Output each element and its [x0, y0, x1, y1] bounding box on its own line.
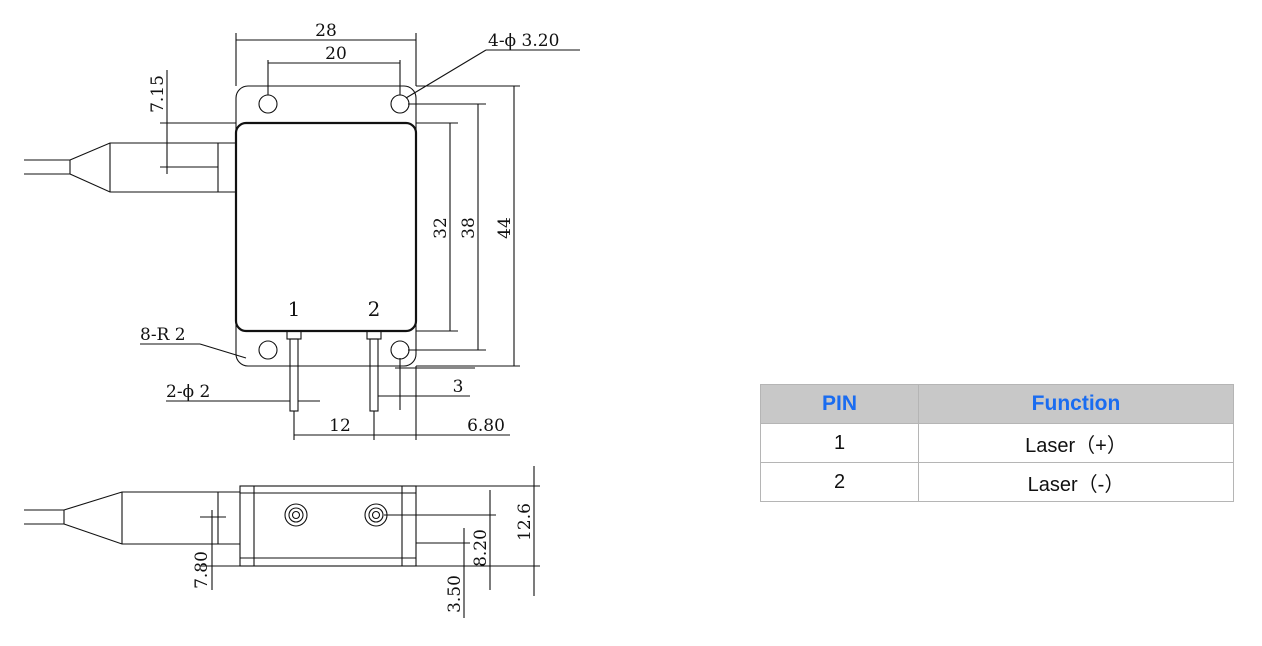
connector-1 [284, 503, 308, 527]
pin-2 [366, 330, 382, 412]
dim-height-44: 44 [495, 217, 515, 239]
dim-width-outer: 28 [315, 21, 337, 41]
dim-pin-length: 3 [453, 377, 464, 397]
dim-fiber-offset: 7.15 [148, 75, 168, 113]
dim-height-32: 32 [431, 217, 451, 239]
cell-function: Laser（+） [918, 423, 1234, 463]
module-body [234, 121, 418, 333]
table-row: 1 Laser（+） [760, 423, 1234, 463]
dim-fiber-height: 7.80 [192, 551, 212, 589]
cell-pin: 2 [760, 462, 919, 502]
flange-outline [235, 85, 417, 367]
dim-height-38: 38 [459, 217, 479, 239]
cell-pin: 1 [760, 423, 919, 463]
mounting-hole [390, 340, 410, 360]
dim-hole-spacing: 20 [325, 44, 347, 64]
dim-hole-callout: 4-ϕ 3.20 [488, 31, 559, 51]
fiber-pigtail-top [24, 142, 236, 193]
mounting-hole [258, 340, 278, 360]
dim-center: 8.20 [471, 529, 491, 567]
pin-label-2: 2 [368, 297, 381, 321]
dim-pin-spacing: 12 [329, 416, 351, 436]
header-function: Function [918, 384, 1234, 424]
fiber-pigtail-side [24, 491, 240, 545]
pin-1 [286, 330, 302, 412]
dim-corner-radius: 8-R 2 [140, 325, 186, 345]
pin-label-1: 1 [288, 297, 301, 321]
header-pin: PIN [760, 384, 919, 424]
mechanical-drawing: 28 20 4-ϕ 3.20 7.15 32 38 44 1 2 8-R 2 2… [24, 21, 580, 618]
module-side-body [239, 485, 417, 567]
connector-2 [364, 503, 388, 527]
dim-base: 3.50 [445, 575, 465, 613]
cell-function: Laser（-） [918, 462, 1234, 502]
pin-function-table: PIN Function 1 Laser（+） 2 Laser（-） [760, 384, 1234, 502]
dim-pin-dia: 2-ϕ 2 [166, 382, 210, 402]
dim-total-height: 12.6 [515, 503, 535, 541]
table-row: 2 Laser（-） [760, 462, 1234, 502]
mounting-hole [258, 94, 278, 114]
table-header-row: PIN Function [760, 384, 1234, 424]
dim-pin-edge: 6.80 [467, 416, 505, 436]
